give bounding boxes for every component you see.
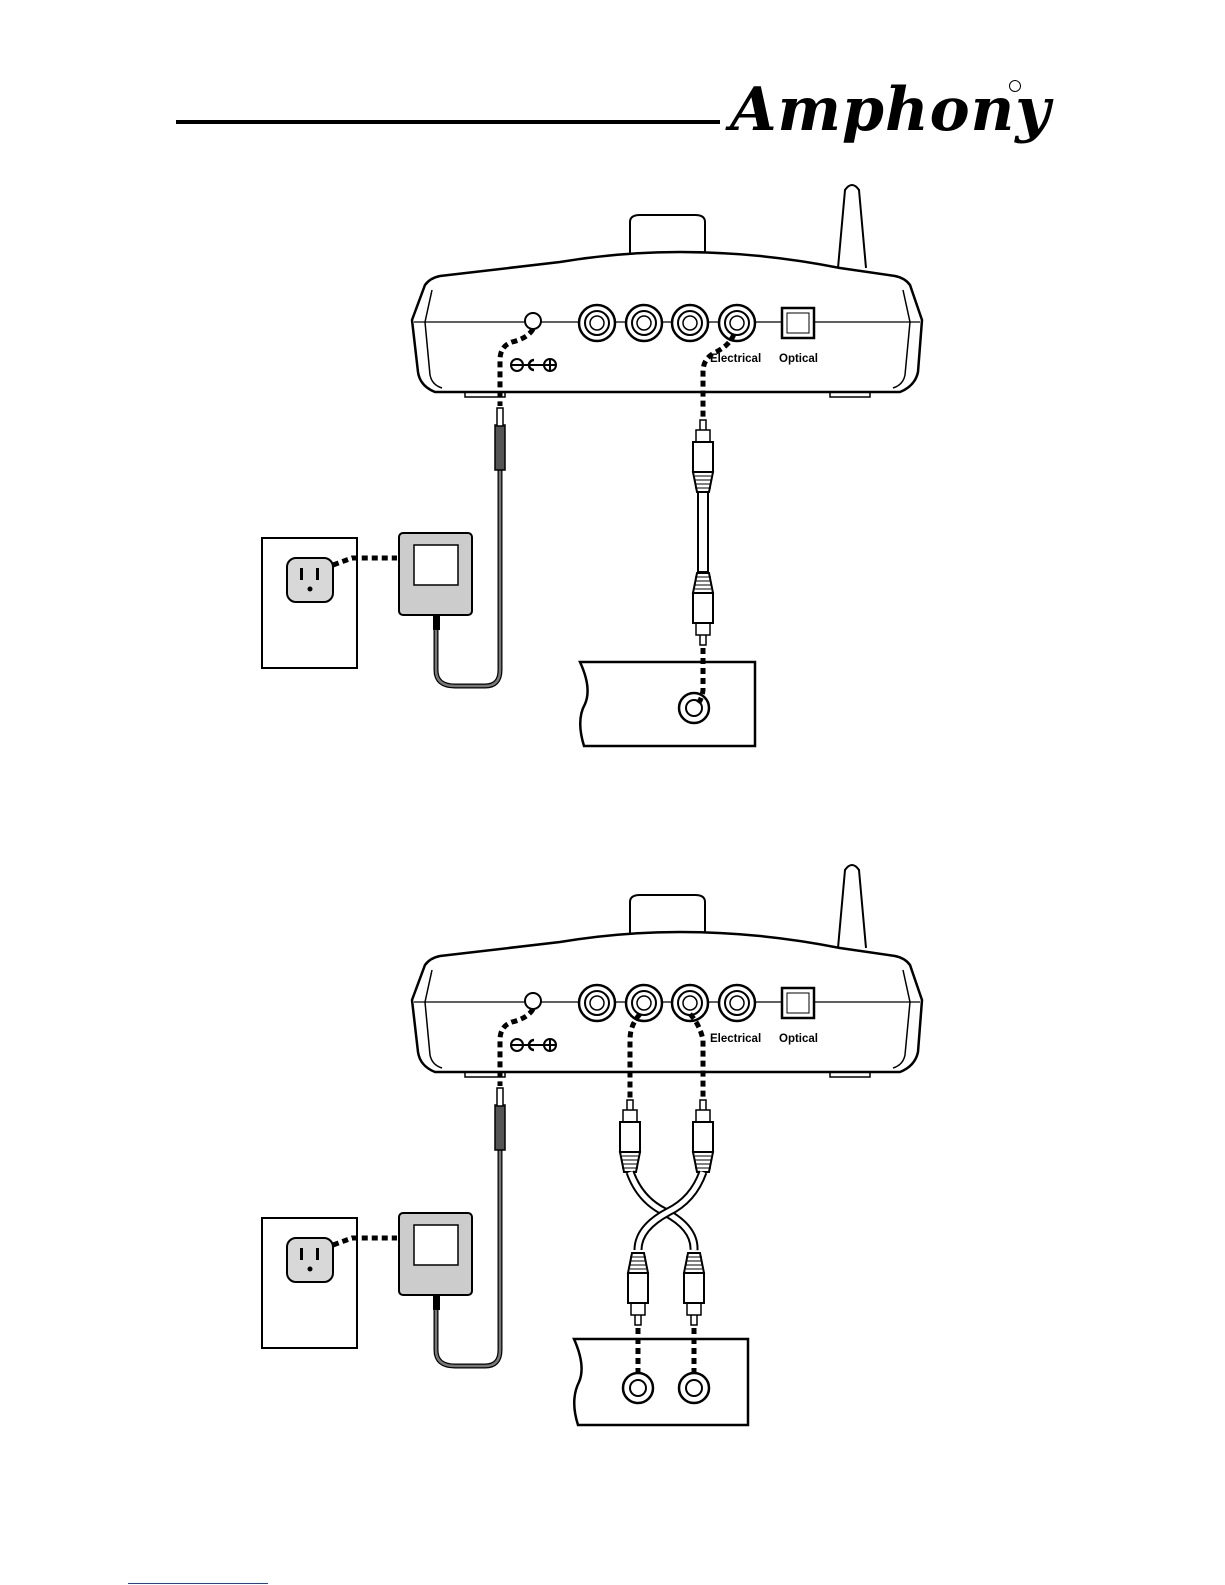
rca-plug-icon bbox=[628, 1253, 648, 1325]
rca-plug-boot bbox=[684, 1253, 704, 1273]
rca-plug-boot bbox=[693, 1152, 713, 1172]
source-device bbox=[574, 1339, 748, 1425]
rca-plug-boot bbox=[693, 573, 713, 593]
dc-power-jack bbox=[525, 313, 541, 329]
source-device bbox=[580, 662, 755, 746]
rca-plug-icon bbox=[693, 420, 713, 492]
rca-plug-icon bbox=[620, 1100, 640, 1172]
rca-jack-2 bbox=[626, 305, 662, 341]
optical-label: Optical bbox=[779, 353, 818, 365]
rca-jack-1 bbox=[579, 985, 615, 1021]
antenna-icon bbox=[838, 865, 866, 948]
rca-jack-2 bbox=[626, 985, 662, 1021]
rca-plug-icon bbox=[693, 1100, 713, 1172]
rca-jack-4 bbox=[719, 985, 755, 1021]
outlet-ground bbox=[308, 1267, 313, 1272]
dc-plug-body bbox=[495, 425, 505, 470]
diagram-analog-connection: Electrical Optical bbox=[262, 865, 922, 1425]
footer-link-underline bbox=[128, 1583, 268, 1584]
dc-polarity-icon bbox=[511, 1039, 556, 1051]
power-adapter-icon bbox=[399, 1213, 472, 1310]
dc-polarity-icon bbox=[511, 359, 556, 371]
rca-plug-boot bbox=[620, 1152, 640, 1172]
rca-jack-1 bbox=[579, 305, 615, 341]
rca-plug-shell bbox=[696, 1110, 710, 1122]
wall-outlet-icon bbox=[287, 1238, 333, 1282]
dc-power-jack bbox=[525, 993, 541, 1009]
optical-label: Optical bbox=[779, 1033, 818, 1045]
adapter-strain-relief bbox=[433, 1295, 440, 1310]
rca-plug-icon bbox=[693, 573, 713, 645]
dc-plug-tip bbox=[497, 408, 503, 426]
rca-plug-boot bbox=[628, 1253, 648, 1273]
rca-plug-shell bbox=[687, 1303, 701, 1315]
source-output-jack-inner bbox=[686, 1380, 702, 1396]
adapter-strain-relief bbox=[433, 615, 440, 630]
outlet-slot-right bbox=[316, 1248, 319, 1260]
coax-cable bbox=[698, 492, 708, 572]
rca-jack-4 bbox=[719, 305, 755, 341]
diagram-digital-connection: Electrical Optical bbox=[262, 185, 922, 746]
outlet-slot-left bbox=[300, 568, 303, 580]
rca-plug-shell bbox=[631, 1303, 645, 1315]
rca-plug-body bbox=[684, 1273, 704, 1303]
rca-plug-shell bbox=[623, 1110, 637, 1122]
rca-jack-inner bbox=[730, 316, 744, 330]
power-adapter-icon bbox=[399, 533, 472, 630]
rca-plug-body bbox=[693, 442, 713, 472]
optical-port-inner bbox=[787, 993, 809, 1013]
rca-jack-inner bbox=[683, 316, 697, 330]
rca-jack-inner bbox=[637, 316, 651, 330]
optical-port-inner bbox=[787, 313, 809, 333]
antenna-icon bbox=[838, 185, 866, 268]
rca-jack-inner bbox=[683, 996, 697, 1010]
outlet-slot-left bbox=[300, 1248, 303, 1260]
adapter-label-area bbox=[414, 545, 458, 585]
adapter-label-area bbox=[414, 1225, 458, 1265]
rca-plug-boot bbox=[693, 472, 713, 492]
rca-plug-body bbox=[628, 1273, 648, 1303]
source-output-jack-inner bbox=[630, 1380, 646, 1396]
outlet-face bbox=[287, 1238, 333, 1282]
rca-plug-body bbox=[693, 593, 713, 623]
dc-plug-tip bbox=[497, 1088, 503, 1106]
rca-jack-inner bbox=[730, 996, 744, 1010]
rca-plug-shell bbox=[696, 430, 710, 442]
rca-jack-inner bbox=[637, 996, 651, 1010]
rca-plug-shell bbox=[696, 623, 710, 635]
electrical-label: Electrical bbox=[710, 1033, 761, 1045]
outlet-slot-right bbox=[316, 568, 319, 580]
rca-plug-body bbox=[693, 1122, 713, 1152]
outlet-face bbox=[287, 558, 333, 602]
dc-plug-body bbox=[495, 1105, 505, 1150]
electrical-label: Electrical bbox=[710, 353, 761, 365]
rca-plug-icon bbox=[684, 1253, 704, 1325]
rca-jack-inner bbox=[590, 316, 604, 330]
outlet-ground bbox=[308, 587, 313, 592]
rca-jack-inner bbox=[590, 996, 604, 1010]
rca-jack-3 bbox=[672, 305, 708, 341]
rca-plug-body bbox=[620, 1122, 640, 1152]
wall-outlet-icon bbox=[287, 558, 333, 602]
